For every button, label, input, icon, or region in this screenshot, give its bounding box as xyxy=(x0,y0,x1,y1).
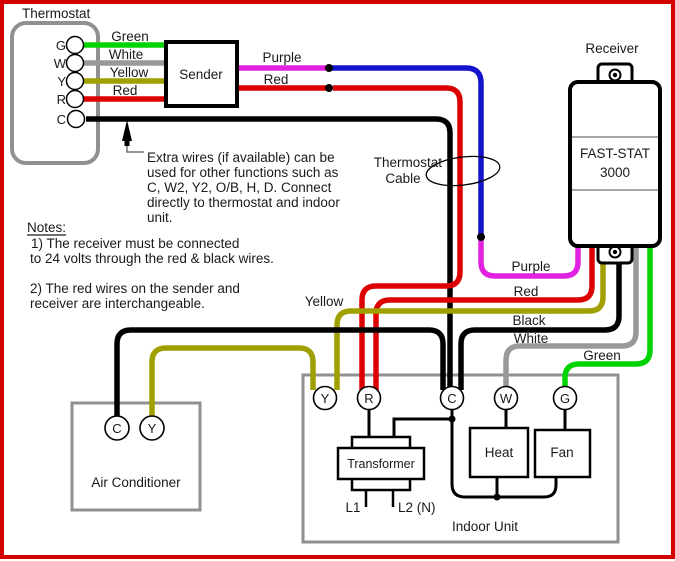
bus-label-red: Red xyxy=(514,284,539,299)
thermostat-terminal-g xyxy=(65,35,85,55)
thermostat-terminal-g-label: G xyxy=(56,38,66,53)
indoor-terminal-y xyxy=(312,385,338,411)
bus-label-yellow: Yellow xyxy=(305,294,344,309)
thermostat-cable-ellipse xyxy=(425,155,501,187)
wire-purple-to-receiver xyxy=(478,240,581,279)
air-conditioner-box xyxy=(70,401,202,512)
l1-label: L1 xyxy=(345,500,360,515)
thermostat-terminal-c xyxy=(66,109,86,129)
transformer-box xyxy=(336,446,426,481)
indoor-terminal-g-label: G xyxy=(560,391,570,406)
bus-label-purple: Purple xyxy=(511,259,550,274)
indoor-terminal-c xyxy=(439,385,465,411)
note-1-line1: 1) The receiver must be connected xyxy=(31,236,239,251)
wire-label-red: Red xyxy=(113,83,138,98)
air-conditioner-terminals: C Y xyxy=(104,415,165,441)
indoor-terminal-r-label: R xyxy=(364,391,373,406)
wire-white-receiver-to-w xyxy=(503,247,639,390)
transformer-label: Transformer xyxy=(347,457,415,471)
junction-dot xyxy=(493,493,501,501)
thermostat-terminal-w-label: W xyxy=(54,56,67,71)
transformer-to-c-wire xyxy=(392,417,452,440)
indoor-unit-terminals: Y R C W G xyxy=(312,385,578,411)
note-2-line1: 2) The red wires on the sender and xyxy=(30,281,240,296)
thermostat-terminal-r xyxy=(65,89,85,109)
receiver-label: Receiver xyxy=(585,41,639,56)
indoor-terminal-r xyxy=(356,385,382,411)
arrow-shaft xyxy=(124,139,130,146)
wire-label-red-sender: Red xyxy=(264,72,289,87)
extra-note-line4: directly to thermostat and indoor xyxy=(147,195,340,210)
receiver-model-line2: 3000 xyxy=(600,165,630,180)
extra-wires-arrow xyxy=(122,120,144,153)
thermostat-terminal-c-label: C xyxy=(57,112,66,127)
splice-dot-blue-purple xyxy=(477,233,485,241)
wire-black-receiver-to-c xyxy=(458,247,622,390)
thermostat-terminal-y-label: Y xyxy=(57,74,66,89)
wire-yellow-ac-to-y xyxy=(149,345,316,417)
fan-box xyxy=(533,428,592,479)
ac-terminal-c-label: C xyxy=(112,421,121,436)
ac-terminal-y xyxy=(139,415,165,441)
thermostat-terminals: G W Y R C xyxy=(54,35,86,129)
wire-label-white: White xyxy=(109,47,144,62)
indoor-unit-label: Indoor Unit xyxy=(452,519,518,534)
heat-label: Heat xyxy=(485,445,514,460)
cable-label-line2: Cable xyxy=(385,171,420,186)
extra-note-line1: Extra wires (if available) can be xyxy=(147,150,335,165)
fan-label: Fan xyxy=(550,445,573,460)
indoor-terminal-w xyxy=(493,385,519,411)
bus-label-green: Green xyxy=(583,348,621,363)
arrow-up-icon xyxy=(122,120,132,141)
extra-note-line3: C, W2, Y2, O/B, H, D. Connect xyxy=(147,180,332,195)
wire-yellow-receiver-to-y xyxy=(334,247,606,390)
extra-wires-note: Extra wires (if available) can be used f… xyxy=(147,150,340,225)
wire-blue-cable xyxy=(332,65,484,235)
receiver-bottom-hole-dot xyxy=(612,249,618,255)
l2-label: L2 (N) xyxy=(398,500,436,515)
sender-box xyxy=(164,40,239,108)
receiver-top-hole-dot xyxy=(612,72,618,78)
wire-green-receiver-to-g xyxy=(562,247,653,390)
wire-label-green: Green xyxy=(111,29,149,44)
sender-label: Sender xyxy=(179,67,223,82)
note-2-line2: receiver are interchangeable. xyxy=(30,296,205,311)
indoor-terminal-g xyxy=(552,385,578,411)
wire-label-yellow: Yellow xyxy=(110,65,149,80)
bus-label-white: White xyxy=(514,331,549,346)
note-1-line2: to 24 volts through the red & black wire… xyxy=(30,251,274,266)
thermostat-title: Thermostat xyxy=(22,6,91,21)
indoor-terminal-w-label: W xyxy=(500,391,513,406)
wire-label-purple-sender: Purple xyxy=(262,50,301,65)
receiver: FAST-STAT 3000 xyxy=(568,62,662,265)
wire-black-thermostat-c xyxy=(86,116,453,390)
splice-dot-purple-blue xyxy=(325,64,333,72)
heat-box xyxy=(468,426,530,479)
receiver-model-line1: FAST-STAT xyxy=(580,146,650,161)
wire-black-ac-to-c xyxy=(114,327,446,417)
ac-terminal-y-label: Y xyxy=(148,421,157,436)
extra-note-line5: unit. xyxy=(147,210,173,225)
indoor-unit-internal-wiring xyxy=(364,408,567,507)
arrow-leader-line xyxy=(126,146,144,153)
air-conditioner-label: Air Conditioner xyxy=(91,475,181,490)
ac-terminal-c xyxy=(104,415,130,441)
cable-label-line1: Thermostat xyxy=(374,155,443,170)
splice-dot-red xyxy=(325,84,333,92)
notes-block: Notes: 1) The receiver must be connected… xyxy=(27,220,274,311)
receiver-box xyxy=(568,80,662,248)
extra-note-line2: used for other functions such as xyxy=(147,165,339,180)
wire-red-sender-to-r xyxy=(333,85,463,390)
bus-label-black: Black xyxy=(512,313,545,328)
thermostat-terminal-w xyxy=(65,53,85,73)
c-to-fan-wire xyxy=(450,408,558,499)
thermostat-terminal-r-label: R xyxy=(57,92,66,107)
thermostat-terminal-y xyxy=(65,71,85,91)
indoor-terminal-y-label: Y xyxy=(321,391,330,406)
indoor-terminal-c-label: C xyxy=(447,391,456,406)
notes-title: Notes: xyxy=(27,220,66,235)
junction-dot xyxy=(448,415,456,423)
